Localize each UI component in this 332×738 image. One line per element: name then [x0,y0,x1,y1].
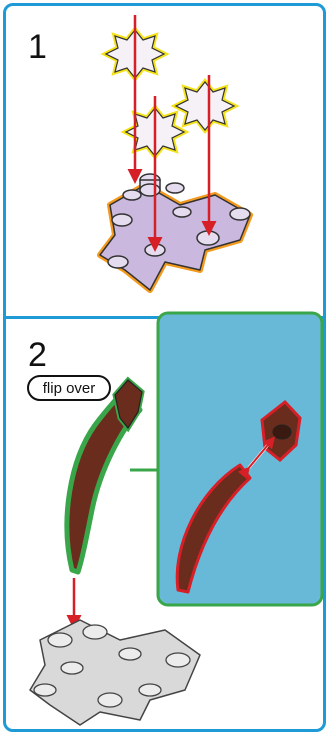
gray-snowflake-brick-icon [30,620,200,725]
snowflake-brick-icon [100,174,250,290]
horn-piece-icon [67,380,142,572]
